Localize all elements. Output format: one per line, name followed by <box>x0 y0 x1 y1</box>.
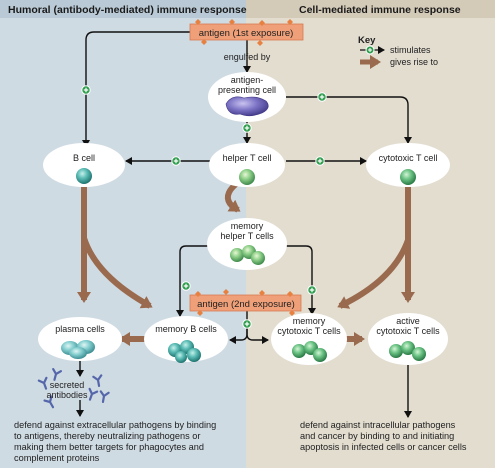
brown-bcell-to-memb <box>81 237 153 309</box>
secreted-antibodies-label-2: antibodies <box>46 390 88 400</box>
antigen-particle-icon <box>287 19 293 25</box>
memory-cytotoxic-label-2: cytotoxic T cells <box>277 326 341 336</box>
brown-cytotoxic-to-memcyto <box>337 238 411 309</box>
antibody-icon <box>88 387 99 401</box>
antigen-particle-icon <box>259 290 265 296</box>
plasma-cell-icon-3 <box>69 347 87 359</box>
cell-mediated-header-bar <box>246 0 495 18</box>
stimulate-plus-icon <box>315 156 325 166</box>
memory-b-cell-icon-4 <box>175 351 187 363</box>
helper-t-node <box>209 143 285 187</box>
antigen-particle-icon <box>257 40 263 46</box>
apc-label-2: presenting cell <box>218 85 276 95</box>
antigen-particle-icon <box>201 39 207 45</box>
memory-helper-label-1: memory <box>231 221 264 231</box>
footer-right-line-3: apoptosis in infected cells or cancer ce… <box>300 442 467 452</box>
antibody-icon <box>37 376 48 390</box>
cytotoxic-t-node <box>366 143 450 187</box>
stimulate-plus-icon <box>171 156 181 166</box>
stimulate-plus-icon <box>242 123 252 133</box>
arrow-antigen2-to-memcyto <box>246 328 269 344</box>
memory-helper-node <box>207 218 287 270</box>
active-cytotoxic-cell-icon-3 <box>412 347 426 361</box>
arrow-apc-to-cytotoxic <box>286 96 412 144</box>
antigen-particle-icon <box>289 310 295 316</box>
antibody-icon <box>52 368 62 381</box>
key-title: Key <box>358 35 376 46</box>
antigen-particles <box>195 19 295 316</box>
memory-b-node <box>144 316 228 362</box>
humoral-header: Humoral (antibody-mediated) immune respo… <box>8 4 247 16</box>
memory-b-label: memory B cells <box>155 324 217 334</box>
active-cytotoxic-cell-icon-1 <box>389 344 403 358</box>
stimulate-plus-icon <box>307 285 317 295</box>
key-plus-icon-glyph <box>368 48 372 52</box>
cytotoxic-t-cell-icon <box>400 169 416 185</box>
antigen-particle-icon <box>195 19 201 25</box>
helper-t-cell-icon <box>239 169 255 185</box>
footer-left-line-3: making them better targets for phagocyte… <box>14 442 204 452</box>
arrow-antigen-to-bcell <box>82 31 192 147</box>
memory-cytotoxic-cell-icon-3 <box>313 348 327 362</box>
antigen-particle-icon <box>287 291 293 297</box>
memory-helper-cell-icon-1 <box>230 248 244 262</box>
active-cytotoxic-cell-icon-2 <box>401 341 415 355</box>
stimulate-plus-icon <box>181 281 191 291</box>
footer-right-line-2: and cancer by binding to and initiating <box>300 431 454 441</box>
stimulate-plus-icon <box>317 92 327 102</box>
memory-cytotoxic-node <box>271 313 347 365</box>
humoral-panel <box>0 0 246 468</box>
active-cytotoxic-label-1: active <box>396 316 420 326</box>
cell-mediated-header: Cell-mediated immune response <box>299 4 461 16</box>
bcell-node <box>43 143 125 187</box>
memory-helper-cell-icon-3 <box>251 251 265 265</box>
footer-left-line-1: defend against extracellular pathogens b… <box>14 420 216 430</box>
memory-cytotoxic-label-1: memory <box>293 316 326 326</box>
apc-label-1: antigen- <box>231 75 264 85</box>
arrow-memhelper-to-memcyto <box>286 245 316 315</box>
key-gives-rise-label: gives rise to <box>390 57 438 67</box>
footer-left-line-2: to antigens, thereby neutralizing pathog… <box>14 431 200 441</box>
antigen-first-label: antigen (1st exposure) <box>199 28 294 39</box>
antigen-particle-icon <box>259 20 265 26</box>
antibody-icon <box>43 395 55 409</box>
arrow-memhelper-to-memb <box>176 245 208 317</box>
plasma-label: plasma cells <box>55 324 105 334</box>
brown-helper-to-memhelper <box>224 181 241 213</box>
memory-cytotoxic-cell-icon-1 <box>292 344 306 358</box>
memory-helper-label-2: helper T cells <box>220 231 274 241</box>
antigen-first-box <box>189 23 304 41</box>
apc-cell-icon <box>225 96 269 117</box>
antigen-second-label: antigen (2nd exposure) <box>197 299 295 310</box>
cytotoxic-t-label: cytotoxic T cell <box>379 153 438 163</box>
antigen-particle-icon <box>195 291 201 297</box>
plus-markers <box>81 85 327 329</box>
footer-right-line-1: defend against intracellular pathogens <box>300 420 456 430</box>
antigen-particle-icon <box>197 310 203 316</box>
cell-mediated-panel <box>246 0 495 468</box>
engulfed-by-label: engulfed by <box>224 52 271 62</box>
antibody-icons <box>37 368 110 409</box>
active-cytotoxic-label-2: cytotoxic T cells <box>376 326 440 336</box>
antigen-particle-icon <box>229 19 235 25</box>
secreted-antibodies-label-1: secreted <box>50 380 85 390</box>
active-cytotoxic-node <box>368 313 448 365</box>
key-stimulates-label: stimulates <box>390 45 431 55</box>
helper-t-label: helper T cell <box>223 153 272 163</box>
plasma-node <box>38 317 122 361</box>
bcell-cell-icon <box>76 168 92 184</box>
humoral-header-bar <box>0 0 246 18</box>
antigen-second-box <box>189 294 302 312</box>
stimulate-plus-icon <box>81 85 91 95</box>
antigen-particle-icon <box>223 289 229 295</box>
stimulate-plus-icon <box>242 319 252 329</box>
bcell-label: B cell <box>73 153 95 163</box>
antibody-icon <box>99 390 110 404</box>
antibody-icon <box>92 374 103 388</box>
memory-b-cell-icon-3 <box>187 348 201 362</box>
footer-left-line-4: complement proteins <box>14 453 100 463</box>
